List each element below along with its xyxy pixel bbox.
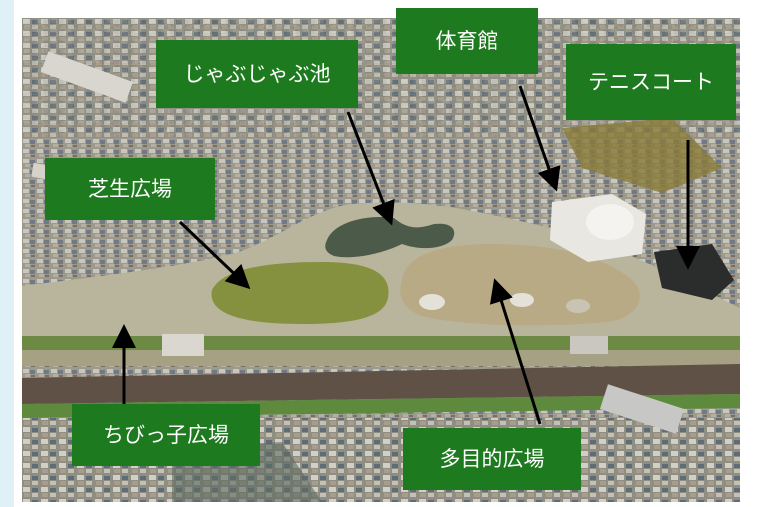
arrow-taiikukan (518, 85, 561, 192)
label-chibikko: ちびっ子広場 (72, 404, 260, 466)
side-strip (0, 0, 14, 507)
label-taiikukan: 体育館 (396, 8, 538, 74)
label-shibafu: 芝生広場 (45, 158, 215, 220)
label-tennis: テニスコート (566, 44, 736, 120)
arrow-shibafu (178, 220, 251, 290)
label-tamokuteki: 多目的広場 (403, 428, 581, 490)
label-jabu-ike: じゃぶじゃぶ池 (156, 40, 358, 108)
arrow-tamokuteki (489, 278, 542, 425)
arrow-jabu-ike (346, 111, 395, 226)
